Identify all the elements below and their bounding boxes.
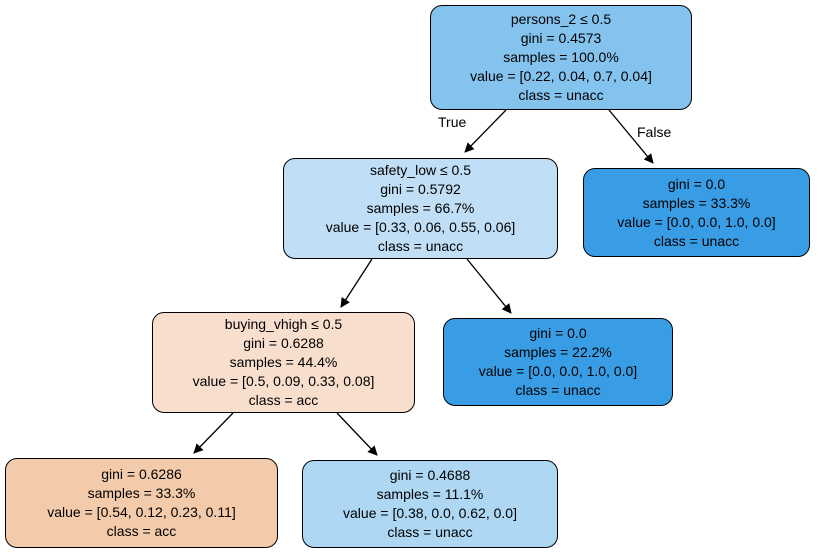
node-class: class = unacc	[653, 232, 740, 249]
node-samples: samples = 33.3%	[87, 485, 196, 501]
node-class: class = unacc	[518, 87, 604, 103]
node-value: value = [0.0, 0.0, 1.0, 0.0]	[617, 213, 776, 230]
edge-leftleft-to-leaf2	[336, 412, 378, 456]
edge-leftleft-to-leaf1	[193, 412, 234, 454]
node-samples: samples = 44.4%	[229, 354, 338, 370]
node-gini: gini = 0.6286	[101, 466, 182, 482]
node-class: class = unacc	[387, 524, 473, 540]
edge-label-true: True	[438, 114, 467, 130]
tree-node-right-leaf: gini = 0.0 samples = 33.3% value = [0.0,…	[583, 168, 810, 257]
node-samples: samples = 66.7%	[366, 200, 475, 216]
node-samples: samples = 11.1%	[376, 486, 484, 502]
node-class: class = acc	[106, 523, 177, 539]
tree-node-leaf-acc: gini = 0.6286 samples = 33.3% value = [0…	[5, 458, 278, 548]
node-class: class = acc	[248, 392, 319, 408]
node-class: class = unacc	[515, 382, 601, 398]
node-samples: samples = 22.2%	[504, 344, 612, 360]
node-value: value = [0.54, 0.12, 0.23, 0.11]	[47, 504, 236, 520]
node-value: value = [0.0, 0.0, 1.0, 0.0]	[478, 363, 638, 379]
node-samples: samples = 100.0%	[503, 49, 619, 65]
node-gini: gini = 0.5792	[380, 181, 461, 197]
tree-node-left-left-child: buying_vhigh ≤ 0.5 gini = 0.6288 samples…	[152, 312, 415, 413]
tree-node-root: persons_2 ≤ 0.5 gini = 0.4573 samples = …	[430, 5, 692, 110]
node-gini: gini = 0.0	[667, 175, 726, 192]
edge-label-false: False	[637, 124, 672, 140]
node-samples: samples = 33.3%	[642, 194, 751, 211]
edge-root-to-right-child	[608, 109, 654, 164]
node-gini: gini = 0.4573	[520, 30, 602, 46]
tree-node-left-right-leaf: gini = 0.0 samples = 22.2% value = [0.0,…	[443, 318, 673, 406]
node-value: value = [0.38, 0.0, 0.62, 0.0]	[343, 505, 517, 521]
node-split-condition: persons_2 ≤ 0.5	[510, 11, 612, 27]
node-gini: gini = 0.6288	[243, 335, 324, 351]
edge-left-to-leftright	[466, 258, 512, 314]
node-class: class = unacc	[377, 238, 464, 254]
node-value: value = [0.5, 0.09, 0.33, 0.08]	[192, 373, 375, 389]
edge-root-to-left-child	[464, 109, 507, 153]
tree-node-leaf-unacc: gini = 0.4688 samples = 11.1% value = [0…	[302, 460, 558, 548]
node-value: value = [0.33, 0.06, 0.55, 0.06]	[325, 219, 516, 235]
node-gini: gini = 0.0	[529, 325, 587, 341]
tree-node-left-child: safety_low ≤ 0.5 gini = 0.5792 samples =…	[283, 158, 558, 259]
node-split-condition: buying_vhigh ≤ 0.5	[224, 316, 343, 332]
node-value: value = [0.22, 0.04, 0.7, 0.04]	[470, 68, 652, 84]
node-split-condition: safety_low ≤ 0.5	[369, 162, 472, 178]
edge-left-to-leftleft	[340, 258, 373, 308]
node-gini: gini = 0.4688	[389, 467, 471, 483]
